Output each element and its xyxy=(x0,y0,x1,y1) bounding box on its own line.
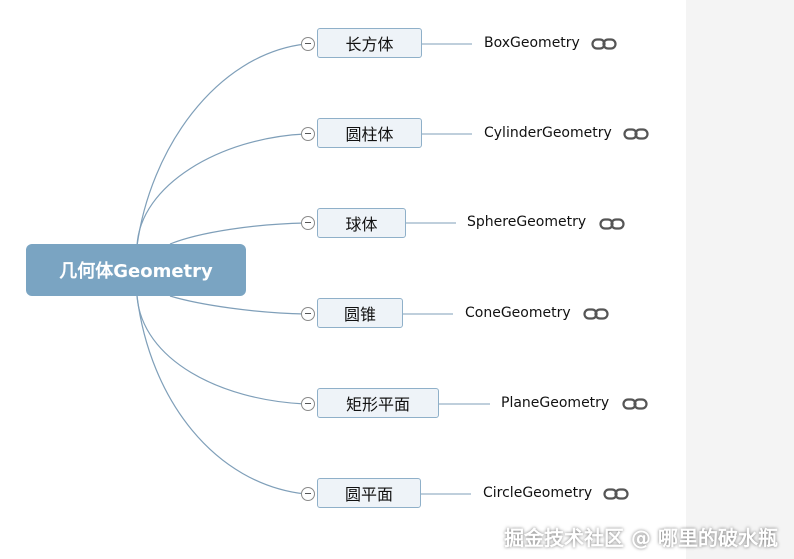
branch-label-3: 圆锥 xyxy=(343,305,376,324)
leaf-label-1[interactable]: CylinderGeometry xyxy=(484,125,612,141)
leaf-label-0[interactable]: BoxGeometry xyxy=(484,35,580,51)
branch-node-5[interactable]: 圆平面 xyxy=(317,478,421,508)
branch-label-5: 圆平面 xyxy=(344,485,393,504)
collapse-toggle-5[interactable] xyxy=(301,487,315,501)
collapse-toggle-3[interactable] xyxy=(301,307,315,321)
branch-label-1: 圆柱体 xyxy=(345,125,394,144)
collapse-toggle-1[interactable] xyxy=(301,127,315,141)
branch-node-1[interactable]: 圆柱体 xyxy=(317,118,422,148)
branch-label-4: 矩形平面 xyxy=(345,395,410,414)
branch-node-3[interactable]: 圆锥 xyxy=(317,298,403,328)
link-icon[interactable] xyxy=(603,487,629,501)
leaf-label-3[interactable]: ConeGeometry xyxy=(465,305,571,321)
link-icon[interactable] xyxy=(599,217,625,231)
collapse-toggle-0[interactable] xyxy=(301,37,315,51)
branch-label-0: 长方体 xyxy=(345,35,394,54)
branch-node-0[interactable]: 长方体 xyxy=(317,28,422,58)
link-icon[interactable] xyxy=(622,397,648,411)
connector-branch-1 xyxy=(136,133,306,247)
leaf-label-5[interactable]: CircleGeometry xyxy=(483,485,593,501)
branch-label-2: 球体 xyxy=(345,215,378,234)
root-label: 几何体Geometry xyxy=(59,261,213,282)
connector-branch-5 xyxy=(136,295,306,495)
link-icon[interactable] xyxy=(583,307,609,321)
branch-node-2[interactable]: 球体 xyxy=(317,208,406,238)
connector-branch-0 xyxy=(136,43,306,247)
leaf-label-2[interactable]: SphereGeometry xyxy=(467,214,587,230)
collapse-toggle-4[interactable] xyxy=(301,397,315,411)
collapse-toggle-2[interactable] xyxy=(301,216,315,230)
connector-branch-4 xyxy=(136,295,306,405)
leaf-label-4[interactable]: PlaneGeometry xyxy=(501,395,610,411)
connector-branch-3 xyxy=(169,295,306,315)
connector-branch-2 xyxy=(169,222,306,245)
background-margin xyxy=(686,0,794,559)
watermark: 掘金技术社区 @ 哪里的破水瓶 xyxy=(504,526,778,550)
root-node[interactable]: 几何体Geometry xyxy=(26,244,246,296)
link-icon[interactable] xyxy=(623,127,649,141)
link-icon[interactable] xyxy=(591,37,617,51)
branch-node-4[interactable]: 矩形平面 xyxy=(317,388,439,418)
